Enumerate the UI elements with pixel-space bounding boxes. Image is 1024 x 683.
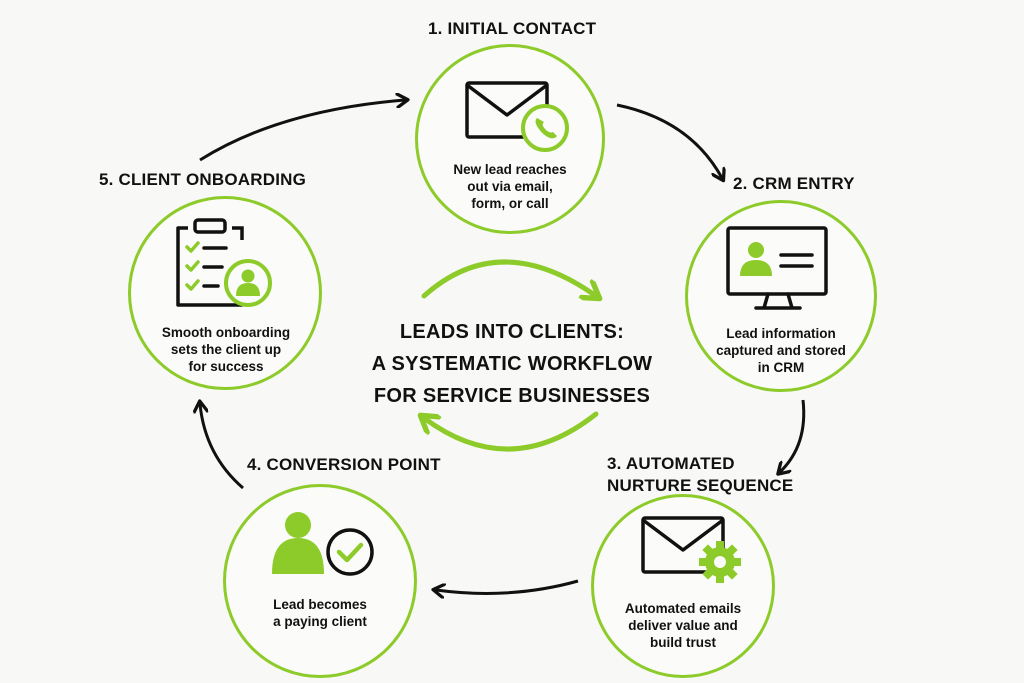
step-2-description: Lead information captured and stored in … [703,325,859,376]
step-4-desc-line: Lead becomes [273,597,367,612]
step-3-desc-line: build trust [650,635,716,650]
step-2-desc-line: in CRM [757,360,805,375]
step-2-desc-line: Lead information [726,326,836,341]
step-3-desc-line: deliver value and [628,618,738,633]
step-3-title-line: NURTURE SEQUENCE [607,476,794,495]
diagram-title: LEADS INTO CLIENTS: A SYSTEMATIC WORKFLO… [340,316,684,412]
diagram-title-line-3: FOR SERVICE BUSINESSES [373,385,651,407]
step-4-title: 4. CONVERSION POINT [247,455,441,474]
step-1-desc-line: form, or call [471,196,549,211]
step-3-desc-line: Automated emails [624,601,742,616]
step-4-desc-line: a paying client [273,614,367,629]
step-3-circle [591,494,775,678]
arrow-4-to-5 [200,404,244,490]
center-cycle-arrow-top [421,259,596,296]
step-3-title-line: 3. AUTOMATED [607,454,735,473]
arrow-3-to-4 [436,579,579,593]
step-2-circle [685,200,877,392]
step-1-desc-line: out via email, [467,179,553,194]
step-4-description: Lead becomes a paying client [246,596,394,630]
step-2-desc-line: captured and stored [716,343,846,358]
step-2-title: 2. CRM ENTRY [733,174,855,193]
step-1-circle [415,44,605,234]
step-3-description: Automated emails deliver value and build… [607,600,759,651]
step-1-title: 1. INITIAL CONTACT [428,19,597,38]
arrow-5-to-1 [199,100,405,162]
step-5-desc-line: Smooth onboarding [161,325,291,340]
step-5-desc-line: for success [188,359,264,374]
step-1-description: New lead reaches out via email, form, or… [432,161,588,212]
step-5-desc-line: sets the client up [170,342,282,357]
step-1-desc-line: New lead reaches [453,162,567,177]
step-5-title: 5. CLIENT ONBOARDING [99,170,307,189]
diagram-title-line-2: A SYSTEMATIC WORKFLOW [371,353,653,375]
arrow-1-to-2 [616,103,722,178]
arrow-2-to-3 [780,399,806,472]
step-4-circle [223,484,417,678]
step-5-description: Smooth onboarding sets the client up for… [150,324,302,375]
center-cycle-arrow-bottom [424,411,599,452]
step-3-title: 3. AUTOMATED NURTURE SEQUENCE [607,453,793,497]
diagram-title-line-1: LEADS INTO CLIENTS: [399,321,625,343]
